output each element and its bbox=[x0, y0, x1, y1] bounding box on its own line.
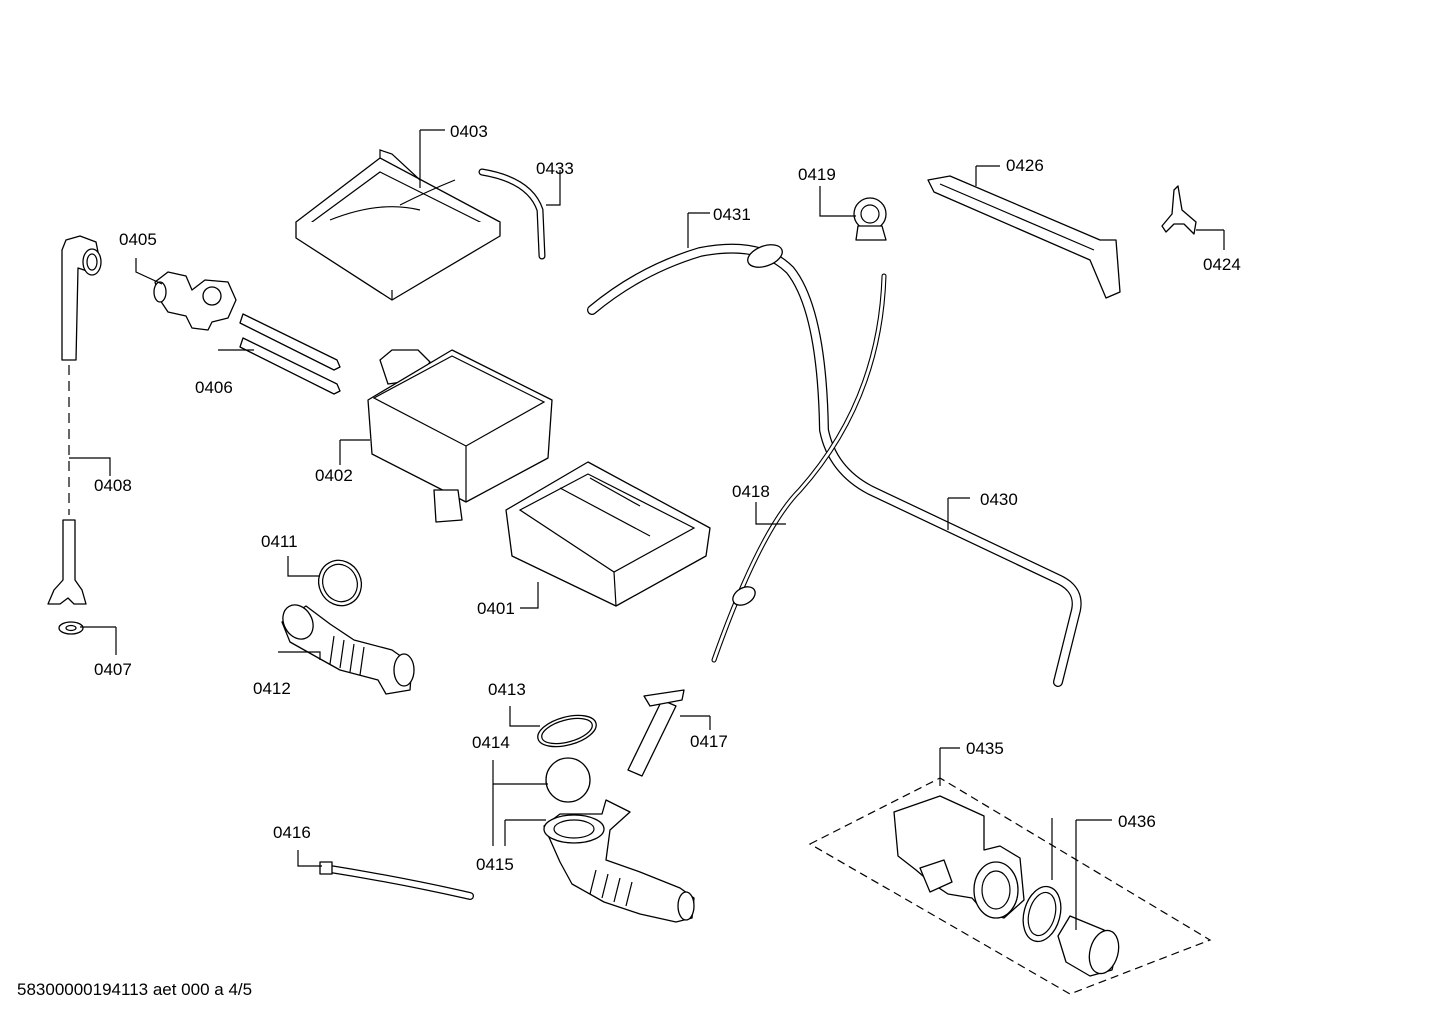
label-0424: 0424 bbox=[1203, 255, 1241, 274]
label-0411: 0411 bbox=[261, 532, 298, 551]
label-0405: 0405 bbox=[119, 230, 157, 249]
part-0408-drain-elbow bbox=[47, 235, 102, 605]
part-0415-sump bbox=[543, 799, 695, 923]
label-0419: 0419 bbox=[798, 165, 836, 184]
part-0407-washer bbox=[58, 621, 84, 635]
part-0417-sensor bbox=[627, 689, 685, 777]
label-0414: 0414 bbox=[472, 733, 510, 752]
part-0419-pressure-switch bbox=[853, 197, 887, 241]
label-0413: 0413 bbox=[488, 680, 526, 699]
part-0424-clip bbox=[1161, 185, 1197, 235]
label-0426: 0426 bbox=[1006, 156, 1044, 175]
label-0436: 0436 bbox=[1118, 812, 1156, 831]
part-0436-filter bbox=[1022, 885, 1120, 977]
label-0407: 0407 bbox=[94, 660, 132, 679]
part-0431-hose bbox=[587, 243, 1082, 687]
label-0435: 0435 bbox=[966, 739, 1004, 758]
part-0418-pressure-hose bbox=[711, 273, 887, 663]
part-0416-small-hose bbox=[319, 861, 474, 900]
label-0430: 0430 bbox=[980, 490, 1018, 509]
label-0403: 0403 bbox=[450, 122, 488, 141]
part-0402-dispenser-housing bbox=[367, 349, 553, 523]
label-0418: 0418 bbox=[732, 482, 770, 501]
label-0417: 0417 bbox=[690, 732, 728, 751]
label-0408: 0408 bbox=[94, 476, 132, 495]
leader-lines bbox=[69, 129, 1225, 930]
part-number-labels: 0403 0433 0405 0406 0408 0402 0411 0401 … bbox=[94, 122, 1241, 874]
part-0426-rail bbox=[927, 175, 1121, 299]
part-0433-hose bbox=[478, 168, 546, 260]
part-0401-detergent-drawer bbox=[505, 461, 711, 607]
label-0416: 0416 bbox=[273, 823, 311, 842]
part-0406-tubes bbox=[239, 313, 341, 395]
label-0406: 0406 bbox=[195, 378, 233, 397]
part-0405-inlet-valve bbox=[153, 271, 237, 331]
label-0401: 0401 bbox=[477, 599, 515, 618]
part-0403-dispenser-cover bbox=[295, 149, 501, 301]
drawing-footer-id: 58300000194113 aet 000 a 4/5 bbox=[17, 980, 253, 999]
label-0415: 0415 bbox=[476, 855, 514, 874]
label-0412: 0412 bbox=[253, 679, 291, 698]
label-0433: 0433 bbox=[536, 159, 574, 178]
label-0431: 0431 bbox=[713, 205, 751, 224]
part-0412-bellows-hose bbox=[281, 604, 415, 695]
label-0402: 0402 bbox=[315, 466, 353, 485]
part-0413-seal-ring bbox=[537, 714, 597, 748]
part-0435-pump-group bbox=[808, 777, 1212, 995]
part-0414-ball bbox=[545, 757, 591, 803]
part-0411-ring bbox=[317, 559, 363, 607]
